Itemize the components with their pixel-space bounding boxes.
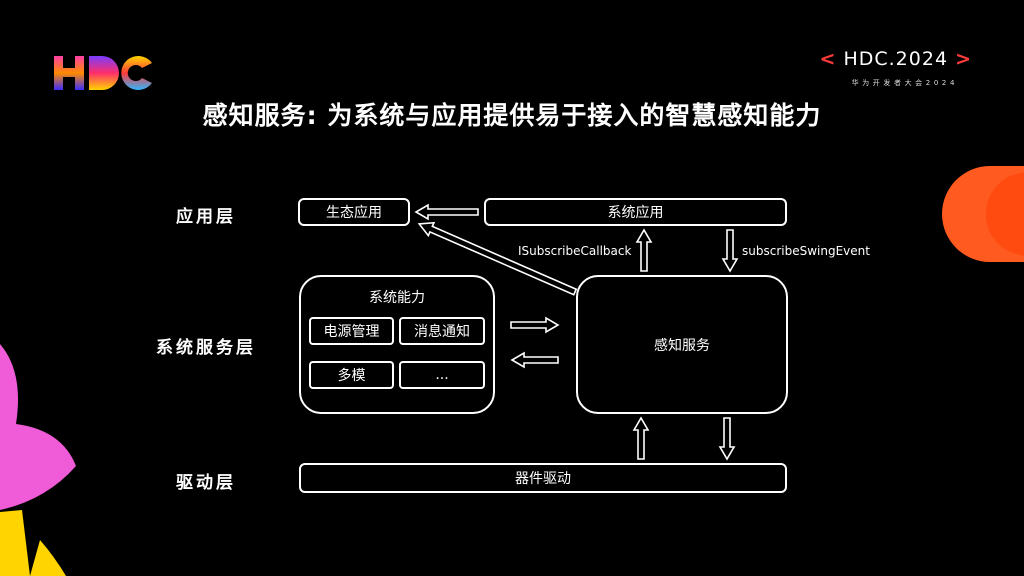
event-subtitle: 华为开发者大会2024 [851, 79, 958, 87]
arrow-driver-up [632, 416, 650, 460]
multimodal-label: 多模 [337, 368, 366, 384]
subscribe-label: subscribeSwingEvent [742, 244, 870, 258]
eco-app-box: 生态应用 [298, 198, 410, 226]
device-driver-box: 器件驱动 [299, 463, 787, 493]
arrow-callback-up [635, 228, 653, 272]
event-mark: < HDC.2024 > [819, 48, 972, 70]
slide-title: 感知服务: 为系统与应用提供易于接入的智慧感知能力 [202, 101, 822, 130]
arrow-perception-to-ecoapp [417, 221, 578, 296]
sys-cap-label: 系统能力 [369, 290, 425, 306]
orange-decoration [942, 166, 1024, 262]
yellow-decoration [0, 510, 30, 576]
perception-service-box: 感知服务 [576, 275, 788, 414]
msg-notify-box: 消息通知 [399, 317, 485, 345]
more-label: ... [435, 367, 449, 383]
arrow-perception-to-syscap [510, 351, 559, 369]
arrow-syscap-to-perception [510, 316, 560, 334]
power-mgmt-box: 电源管理 [309, 317, 394, 345]
device-driver-label: 器件驱动 [515, 471, 571, 487]
multimodal-box: 多模 [309, 361, 394, 389]
arrow-sysapp-to-ecoapp [414, 203, 479, 221]
eco-app-label: 生态应用 [326, 205, 382, 221]
layer-label-app: 应用层 [176, 207, 236, 227]
power-mgmt-label: 电源管理 [323, 324, 380, 340]
perception-service-label: 感知服务 [654, 337, 710, 354]
bracket-right: > [955, 48, 972, 70]
bracket-left: < [819, 48, 837, 70]
hdc-logo [54, 55, 152, 90]
msg-notify-label: 消息通知 [414, 324, 470, 340]
arrow-subscribe-down [721, 229, 739, 273]
pink-decoration [0, 344, 76, 510]
arrow-driver-down [718, 417, 736, 461]
layer-label-driver: 驱动层 [176, 473, 236, 493]
event-name: HDC.2024 [843, 48, 949, 70]
layer-label-service: 系统服务层 [156, 338, 256, 358]
sys-app-label: 系统应用 [607, 205, 664, 221]
more-box: ... [399, 361, 485, 389]
callback-label: ISubscribeCallback [518, 244, 632, 258]
sys-app-box: 系统应用 [484, 198, 787, 226]
